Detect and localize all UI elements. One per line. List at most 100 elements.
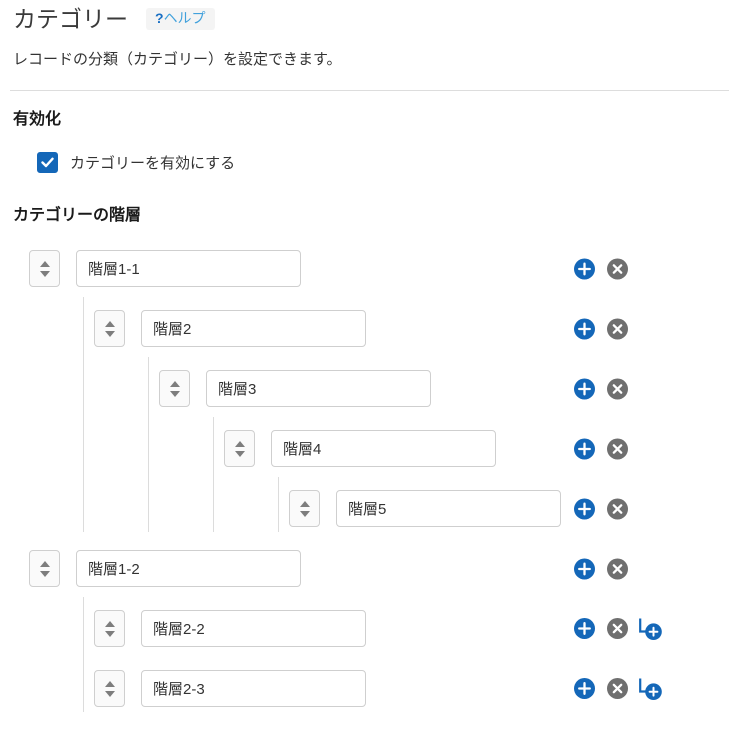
row-actions [574, 617, 663, 641]
help-link-label: ヘルプ [163, 10, 206, 26]
branch-plus-circle-icon [639, 618, 662, 640]
x-circle-icon [607, 558, 628, 579]
add-row-button[interactable] [574, 378, 595, 399]
add-row-button[interactable] [574, 558, 595, 579]
x-circle-icon [607, 258, 628, 279]
plus-circle-icon [574, 678, 595, 699]
remove-row-button[interactable] [607, 378, 628, 399]
arrow-up-icon [104, 620, 115, 627]
category-name-input[interactable] [206, 370, 431, 407]
tree-connector-line [278, 477, 279, 532]
arrow-up-icon [299, 500, 310, 507]
add-child-row-button[interactable] [637, 617, 663, 641]
plus-circle-icon [574, 558, 595, 579]
category-row [29, 310, 729, 347]
row-actions [574, 318, 628, 339]
tree-connector-line [213, 417, 214, 532]
remove-row-button[interactable] [607, 678, 628, 699]
arrow-up-icon [39, 260, 50, 267]
arrow-down-icon [104, 690, 115, 697]
category-name-input[interactable] [271, 430, 496, 467]
add-row-button[interactable] [574, 438, 595, 459]
arrow-down-icon [104, 630, 115, 637]
reorder-handle[interactable] [29, 550, 60, 587]
section-divider [10, 90, 729, 91]
x-circle-icon [607, 618, 628, 639]
remove-row-button[interactable] [607, 258, 628, 279]
reorder-handle[interactable] [94, 670, 125, 707]
tree-connector-line [148, 357, 149, 532]
arrow-up-icon [104, 680, 115, 687]
remove-row-button[interactable] [607, 558, 628, 579]
category-row [29, 370, 729, 407]
question-icon: ? [155, 10, 164, 26]
enable-category-label: カテゴリーを有効にする [70, 155, 236, 172]
plus-circle-icon [574, 378, 595, 399]
x-circle-icon [607, 318, 628, 339]
enable-category-checkbox[interactable] [37, 152, 58, 173]
x-circle-icon [607, 678, 628, 699]
reorder-handle[interactable] [94, 310, 125, 347]
plus-circle-icon [574, 618, 595, 639]
category-name-input[interactable] [76, 250, 301, 287]
category-row [29, 430, 729, 467]
x-circle-icon [607, 378, 628, 399]
add-row-button[interactable] [574, 678, 595, 699]
arrow-up-icon [39, 560, 50, 567]
x-circle-icon [607, 498, 628, 519]
page-header: カテゴリー ?ヘルプ [13, 4, 729, 34]
tree-connector-line [83, 297, 84, 532]
arrow-up-icon [104, 320, 115, 327]
category-row [29, 250, 729, 287]
tree-connector-line [83, 597, 84, 712]
category-tree [13, 250, 729, 712]
activation-heading: 有効化 [13, 111, 62, 128]
arrow-down-icon [104, 330, 115, 337]
plus-circle-icon [574, 318, 595, 339]
category-row [29, 550, 729, 587]
reorder-handle[interactable] [289, 490, 320, 527]
arrow-down-icon [39, 570, 50, 577]
activation-checkbox-row: カテゴリーを有効にする [13, 152, 729, 173]
add-row-button[interactable] [574, 498, 595, 519]
plus-circle-icon [574, 438, 595, 459]
help-link[interactable]: ?ヘルプ [146, 8, 215, 30]
reorder-handle[interactable] [29, 250, 60, 287]
category-row [29, 610, 729, 647]
add-row-button[interactable] [574, 318, 595, 339]
arrow-down-icon [39, 270, 50, 277]
add-row-button[interactable] [574, 618, 595, 639]
row-actions [574, 498, 628, 519]
page-description: レコードの分類（カテゴリー）を設定できます。 [13, 51, 342, 68]
category-name-input[interactable] [141, 310, 366, 347]
category-row [29, 670, 729, 707]
row-actions [574, 438, 628, 459]
row-actions [574, 558, 628, 579]
arrow-down-icon [234, 450, 245, 457]
category-name-input[interactable] [141, 670, 366, 707]
x-circle-icon [607, 438, 628, 459]
add-child-row-button[interactable] [637, 677, 663, 701]
reorder-handle[interactable] [159, 370, 190, 407]
reorder-handle[interactable] [94, 610, 125, 647]
row-actions [574, 258, 628, 279]
category-name-input[interactable] [141, 610, 366, 647]
row-actions [574, 378, 628, 399]
page-title: カテゴリー [13, 6, 128, 32]
remove-row-button[interactable] [607, 618, 628, 639]
remove-row-button[interactable] [607, 498, 628, 519]
arrow-up-icon [169, 380, 180, 387]
add-row-button[interactable] [574, 258, 595, 279]
row-actions [574, 677, 663, 701]
checkmark-icon [41, 157, 54, 168]
category-name-input[interactable] [76, 550, 301, 587]
remove-row-button[interactable] [607, 318, 628, 339]
arrow-up-icon [234, 440, 245, 447]
plus-circle-icon [574, 498, 595, 519]
remove-row-button[interactable] [607, 438, 628, 459]
branch-plus-circle-icon [639, 678, 662, 700]
arrow-down-icon [169, 390, 180, 397]
arrow-down-icon [299, 510, 310, 517]
reorder-handle[interactable] [224, 430, 255, 467]
category-name-input[interactable] [336, 490, 561, 527]
